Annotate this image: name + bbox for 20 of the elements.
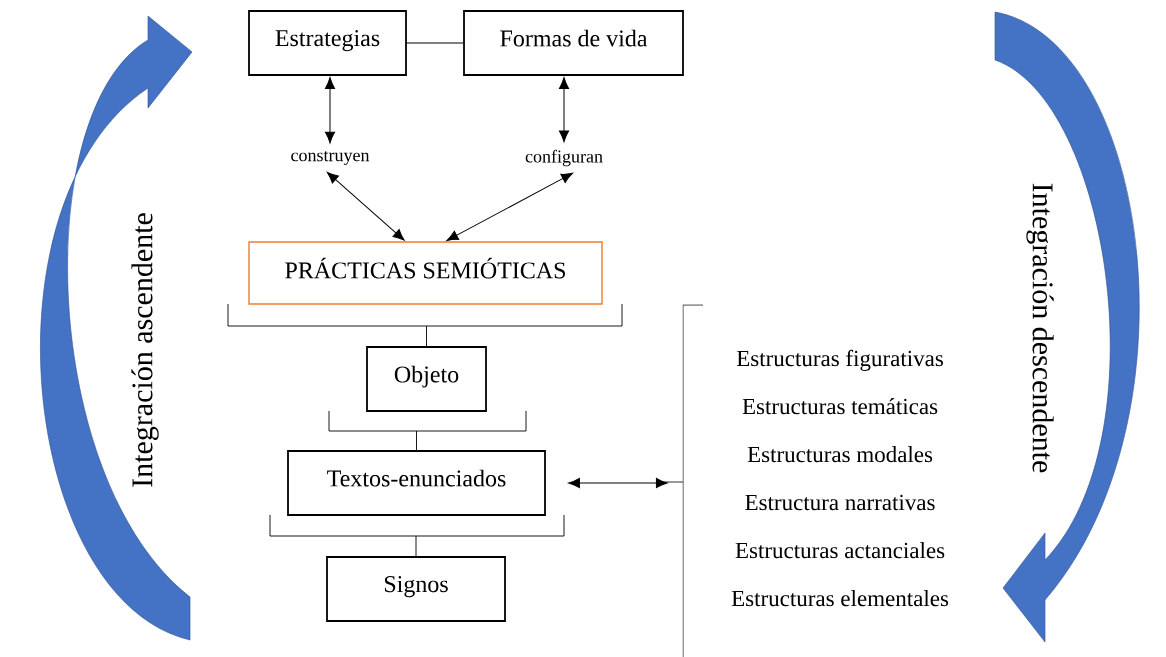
- rotated-label: Integración ascendente: [131, 213, 159, 487]
- bracket-list: Estructuras figurativas Estructuras temáticas Estructuras modales Estructura narrativas Estructuras actanciales Estructuras elementales: [661, 304, 949, 657]
- arrow: [446, 172, 573, 241]
- bare-text: configuran: [525, 149, 603, 167]
- process-box: Objeto: [366, 346, 487, 412]
- arrow: [324, 77, 336, 144]
- connector-line: [328, 410, 527, 451]
- process-box: Signos: [326, 556, 506, 622]
- arrow: [568, 477, 668, 489]
- connector-line: [227, 303, 623, 347]
- process-box: Formas de vida: [463, 10, 684, 76]
- connector-line: [406, 42, 464, 44]
- arrow: [558, 77, 570, 143]
- connector-line: [269, 514, 565, 557]
- bare-text: construyen: [291, 151, 370, 165]
- process-box: Textos-enunciados: [287, 450, 546, 516]
- rotated-label: Integración descendente: [1026, 183, 1054, 473]
- process-box: Estrategias: [248, 10, 407, 76]
- process-box: PRÁCTICAS SEMIÓTICAS: [248, 241, 603, 305]
- arrow: [326, 171, 405, 241]
